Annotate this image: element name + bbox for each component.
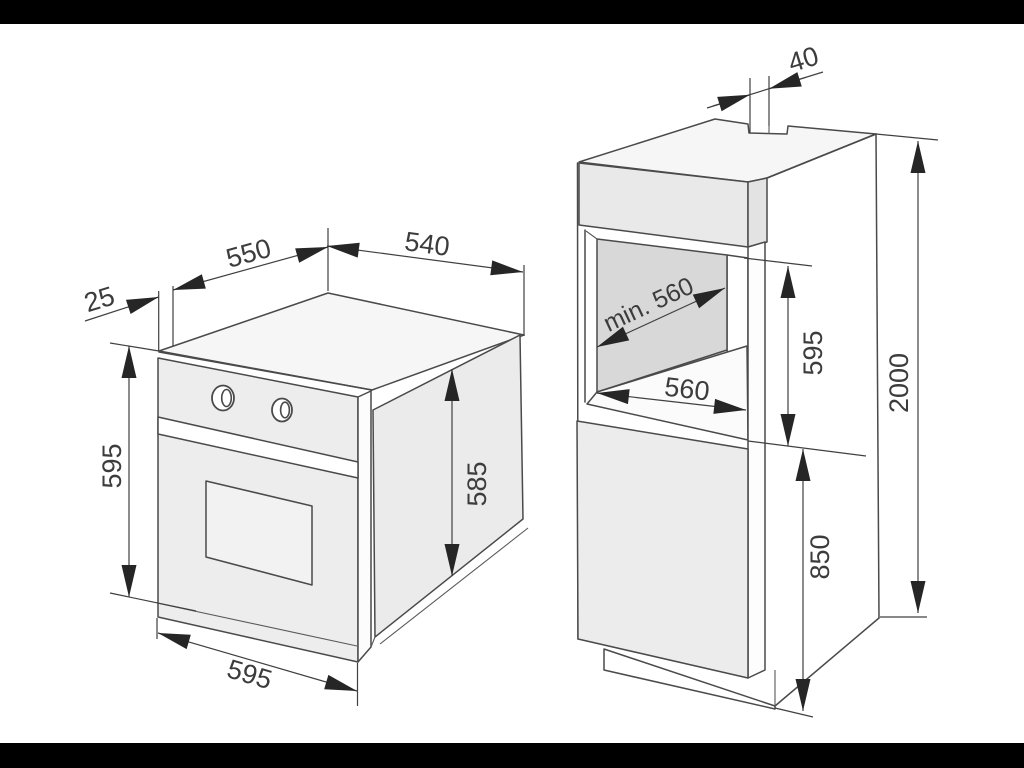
side-back-edge <box>875 133 880 619</box>
side-top-edge <box>766 133 877 179</box>
oven-knob-left <box>211 384 235 412</box>
cabinet-figure: 40 min. 560 560 595 850 2000 <box>576 41 939 718</box>
base-unit-front <box>576 420 749 679</box>
letterbox-top <box>0 0 1024 24</box>
dim-base-height: 850 <box>805 534 835 579</box>
side-bottom-edge <box>774 617 880 707</box>
dim-oven-side-height: 585 <box>462 461 492 506</box>
cabinet-right-front-strip <box>747 241 766 679</box>
worktop-right-end <box>747 177 768 248</box>
oven-control-band <box>157 416 359 479</box>
oven-base-edge <box>379 527 529 645</box>
oven-panel-right-edge <box>357 390 372 663</box>
oven-body-bottom-join <box>370 636 376 648</box>
plinth <box>603 648 776 710</box>
dim-oven-height: 595 <box>97 443 127 488</box>
niche-ceiling-edge <box>585 230 598 240</box>
oven-panel-top-edge <box>158 351 373 391</box>
oven-door-window <box>205 480 313 586</box>
oven-figure: 550 540 25 595 585 595 <box>81 226 529 706</box>
dim-oven-width: 540 <box>403 226 452 262</box>
dim-total-height: 2000 <box>884 353 914 413</box>
letterbox-bottom <box>0 743 1024 768</box>
dim-niche-height: 595 <box>798 330 828 375</box>
dim-niche-width: 560 <box>663 372 711 407</box>
oven-knob-right <box>271 397 293 423</box>
